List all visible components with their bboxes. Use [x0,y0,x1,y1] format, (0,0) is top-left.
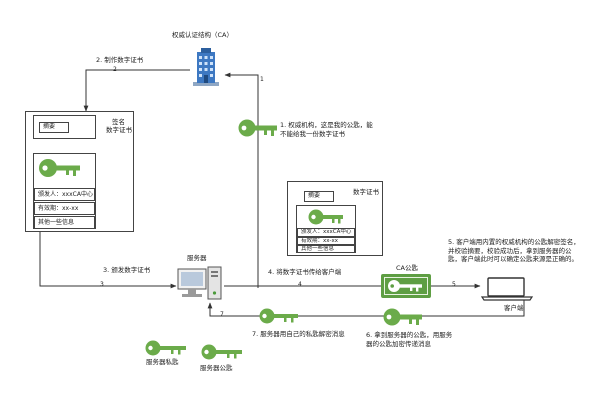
certificate-middle: 数字证书 摘要 颁发人：xxxCA中心 有效期：xx-xx 其他一些信息 [287,181,383,256]
certificate-mid-label: 数字证书 [353,188,379,196]
public-key-icon [201,344,242,360]
arrow-step1 [224,72,259,288]
step4-number: 4 [298,281,302,288]
laptop-icon [480,277,534,301]
arrow-step3 [39,232,177,289]
step1-number: 1 [260,76,264,83]
ca-pubkey-label: CA公匙 [396,264,418,272]
digest-mid-cell: 摘要 [304,191,334,202]
issuer-cell: 颁发人：xxxCA中心 [34,188,95,201]
certificate-left: 签名 摘要 数字证书 颁发人：xxxCA中心 有效期：xx-xx 其他一些信息 [25,111,134,232]
other-info-cell: 其他一些信息 [34,216,95,229]
private-key-icon [145,340,186,356]
key-icon [388,280,422,292]
legend-private-key-label: 服务器私匙 [146,358,179,366]
arrow-step6-7 [207,300,525,317]
step7-label: 7. 服务器用自己的私匙解密消息 [252,330,345,338]
client-label: 客户端 [504,304,524,312]
validity-cell: 有效期：xx-xx [34,202,95,215]
certificate-label: 数字证书 [106,126,132,134]
building-icon [193,48,219,86]
other-mid-cell: 其他一些信息 [297,245,355,253]
validity-mid-cell: 有效期：xx-xx [297,237,355,245]
server-icon [177,266,222,300]
key-icon [259,308,298,324]
server-label: 服务器 [187,254,207,262]
issuer-mid-cell: 颁发人：xxxCA中心 [297,228,355,237]
step1-label: 1. 权威机构，这是我的公匙，能不能给我一份数字证书 [280,121,373,138]
certificate-mid-body: 颁发人：xxxCA中心 有效期：xx-xx 其他一些信息 [296,205,356,253]
signature-label: 签名 [112,118,125,126]
signature-box: 摘要 [33,115,96,139]
step2-label: 2. 制作数字证书 [96,56,144,64]
step7-number: 7 [220,311,224,318]
certificate-body: 颁发人：xxxCA中心 有效期：xx-xx 其他一些信息 [33,153,96,229]
step4-label: 4. 将数字证书传给客户端 [268,268,342,276]
legend-public-key-label: 服务器公匙 [200,364,233,372]
key-icon [39,159,80,177]
step5-number: 5 [452,281,456,288]
key-icon [383,308,422,326]
arrow-step2 [83,69,190,112]
step3-number: 3 [100,281,104,288]
step6-label: 6. 拿到服务器的公匙，用服务器的公匙加密传递消息 [366,331,453,348]
step3-label: 3. 颁发数字证书 [103,266,151,274]
key-icon [308,209,343,225]
key-icon [238,119,277,137]
ca-title: 权威认证结构（CA） [172,31,233,39]
ca-pubkey-box [381,274,431,298]
step2-number: 2 [113,66,117,73]
step5-label: 5. 客户端用内置的权威机构的公匙解密签名，并校验摘要，校验成功后，拿到服务器的… [448,238,580,263]
digest-cell: 摘要 [39,122,69,133]
